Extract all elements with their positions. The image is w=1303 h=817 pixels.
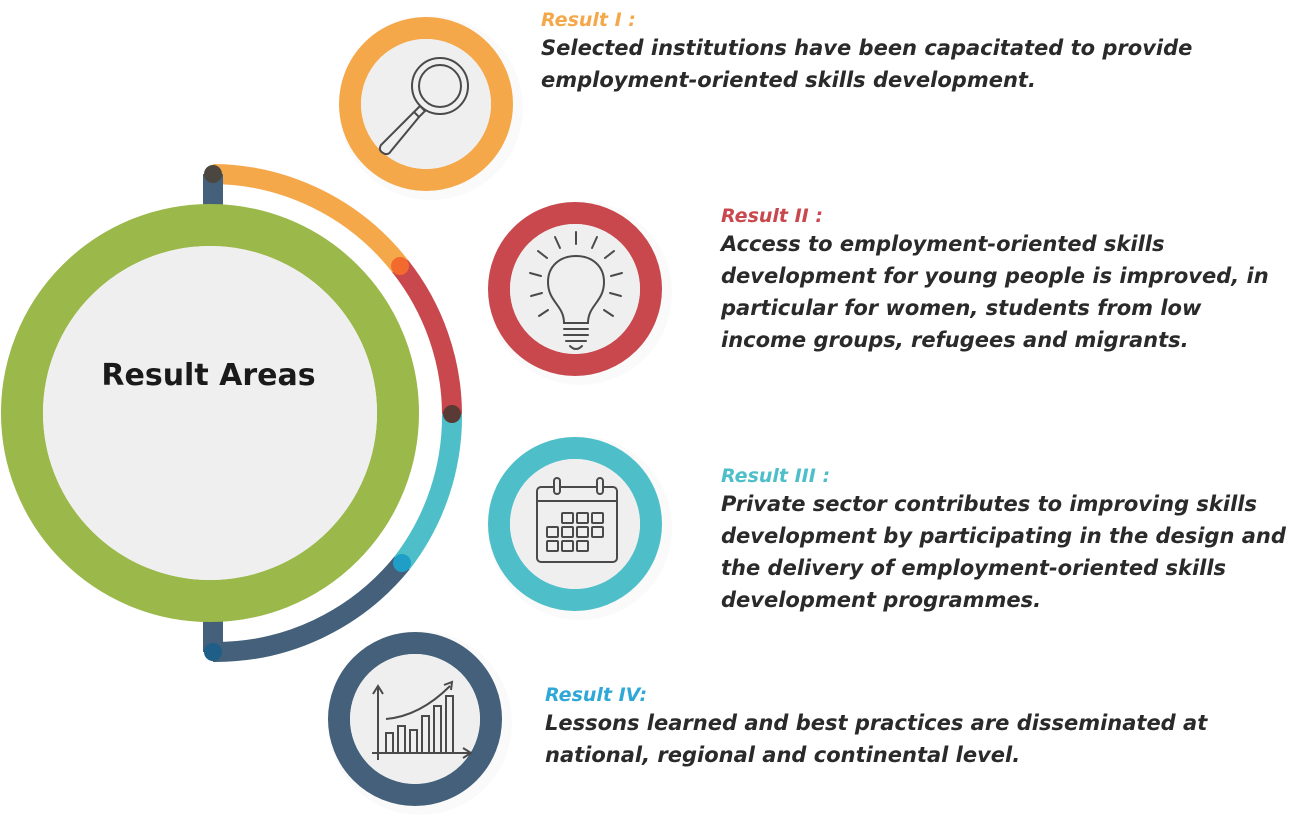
arc-segment-4 [212,556,410,663]
joint-dot [391,257,409,275]
hub-center [43,246,377,580]
hub-ring [1,204,419,622]
joint-dot [393,554,411,572]
result-1-body: Selected institutions have been capacita… [541,36,1193,92]
result-1-text: Result I : Selected institutions have be… [541,8,1261,96]
result-node-4 [328,631,512,815]
magnifier-icon [378,57,469,156]
node-2-ring [488,202,662,376]
result-2-title: Result II : [721,205,823,227]
node-4-ring [328,632,502,806]
result-node-3 [488,436,672,620]
hub-title: Result Areas [101,358,316,393]
lightbulb-icon [529,231,623,350]
node-3-ring [488,437,662,611]
connector-arcs [203,164,463,663]
arc-segment-2 [392,259,462,415]
joint-dot [204,643,222,661]
result-4-text: Result IV: Lessons learned and best prac… [545,683,1265,771]
joint-dot [204,165,222,183]
arc-joints [204,165,461,661]
result-node-1 [339,16,523,200]
result-1-title: Result I : [541,9,636,31]
result-4-body: Lessons learned and best practices are d… [545,711,1208,767]
result-2-body: Access to employment-oriented skills dev… [721,232,1269,352]
result-3-title: Result III : [721,465,831,487]
result-2-text: Result II : Access to employment-oriente… [721,204,1291,356]
joint-dot [443,405,461,423]
result-3-body: Private sector contributes to improving … [721,492,1286,612]
arc-segment-1 [212,164,408,273]
growth-chart-icon [372,680,473,760]
calendar-icon [536,477,618,563]
arc-segment-3 [394,413,463,570]
result-3-text: Result III : Private sector contributes … [721,464,1291,616]
result-4-title: Result IV: [545,684,648,706]
result-node-2 [488,201,672,385]
node-1-ring [339,17,513,191]
